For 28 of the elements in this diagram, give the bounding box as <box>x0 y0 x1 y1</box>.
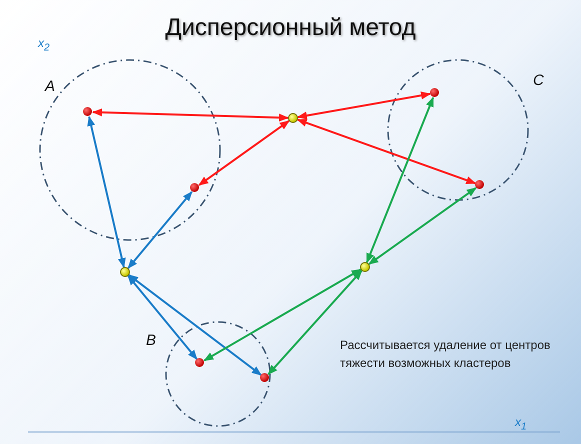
note-text: Рассчитывается удаление от центров тяжести возможных кластеров <box>340 337 552 372</box>
arrow <box>92 108 289 122</box>
axis-label: x$_{1}$ <box>515 415 527 432</box>
data-point <box>475 180 484 189</box>
data-point <box>430 88 439 97</box>
centroid-point <box>120 267 130 277</box>
arrow <box>296 92 432 120</box>
data-point <box>260 373 269 382</box>
arrow <box>203 268 362 362</box>
arrow <box>368 187 477 265</box>
centroid-point <box>288 113 298 123</box>
arrow <box>366 96 434 264</box>
arrow <box>127 191 193 269</box>
arrow <box>127 275 198 360</box>
arrow <box>128 274 262 376</box>
data-point <box>195 358 204 367</box>
arrow <box>198 120 290 186</box>
cluster-label: A <box>45 78 56 95</box>
arrow <box>268 270 362 376</box>
cluster-label: C <box>533 72 544 89</box>
data-point <box>190 183 199 192</box>
data-point <box>83 107 92 116</box>
title: Дисперсионный метод <box>164 14 417 42</box>
arrow <box>296 118 476 184</box>
arrow <box>87 116 126 268</box>
axis-label: x$_{2}$ <box>38 36 50 54</box>
cluster-label: B <box>146 332 156 349</box>
centroid-point <box>360 262 370 272</box>
